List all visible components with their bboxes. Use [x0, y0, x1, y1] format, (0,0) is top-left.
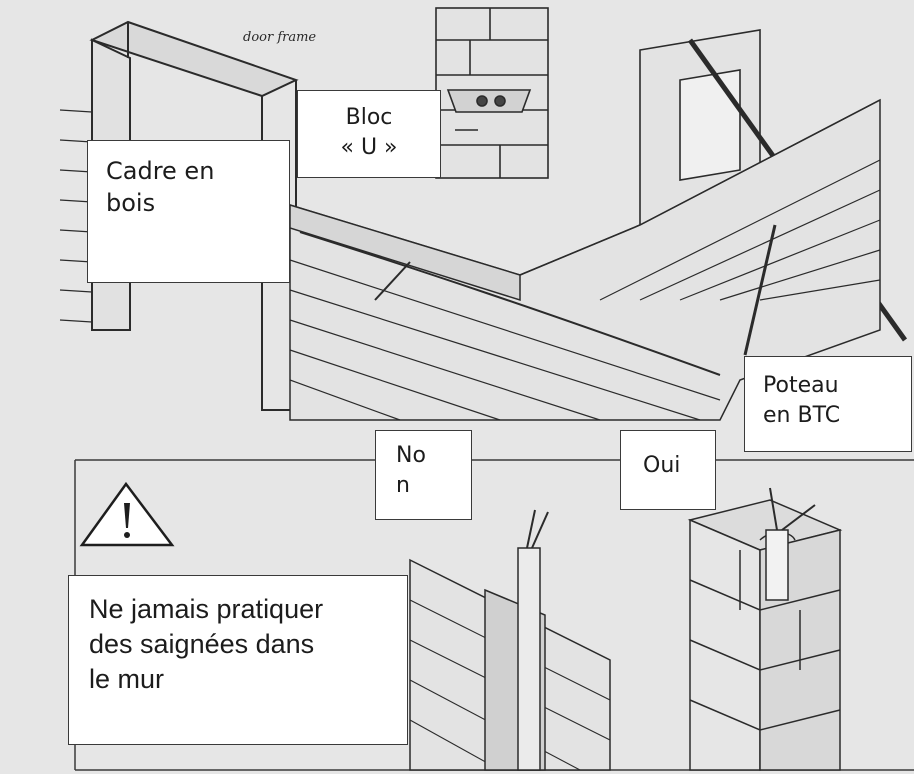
- warning-triangle-icon: [79, 481, 175, 547]
- bloc-u-line2: « U »: [340, 134, 398, 160]
- u-block-wall: [289, 98, 881, 421]
- wrong-chase-wall-drawing: [409, 509, 611, 771]
- oui-text: Oui: [643, 453, 681, 478]
- non-text: No n: [396, 443, 426, 498]
- non-label: No n: [375, 430, 472, 520]
- poteau-btc-label: Poteau en BTC: [744, 356, 912, 452]
- bloc-u-line1: Bloc: [345, 105, 393, 130]
- door-frame-note: door frame: [243, 30, 317, 45]
- cadre-en-bois-text: Cadre en bois: [106, 157, 215, 218]
- correct-conduit-pillar-drawing: [687, 487, 843, 771]
- oui-label: Oui: [620, 430, 716, 510]
- bloc-u-label: Bloc « U »: [297, 90, 441, 178]
- warning-message-box: Ne jamais pratiquer des saignées dans le…: [68, 575, 408, 745]
- warning-message-text: Ne jamais pratiquer des saignées dans le…: [89, 594, 324, 695]
- cadre-en-bois-label: Cadre en bois: [87, 140, 290, 283]
- poteau-btc-text: Poteau en BTC: [763, 373, 841, 428]
